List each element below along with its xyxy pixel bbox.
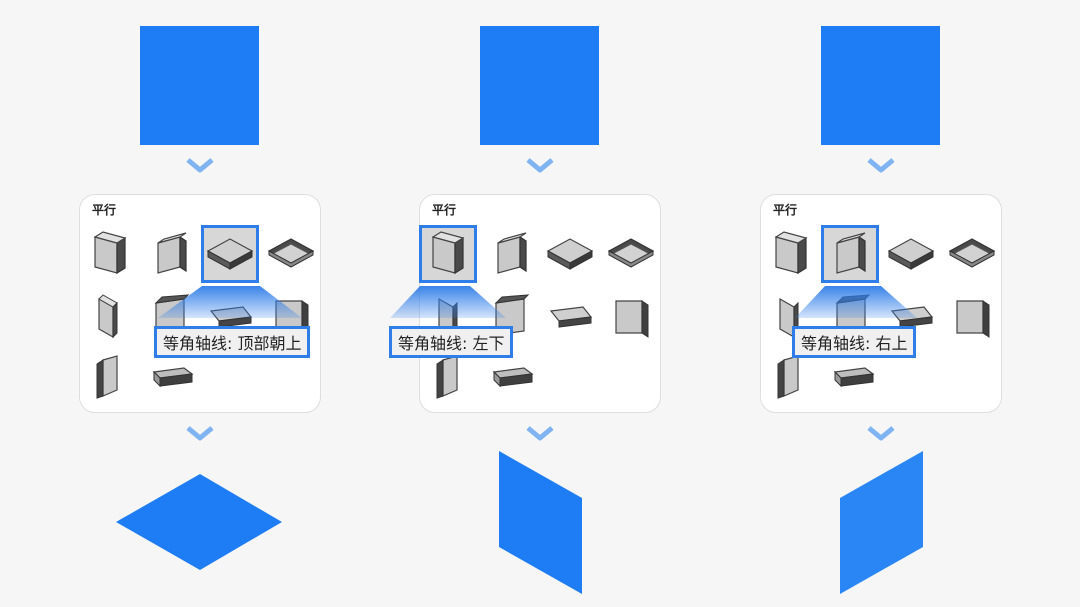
column-top-up: 平行 <box>70 0 330 607</box>
preset-isometric-top-up[interactable] <box>884 227 938 281</box>
preset-isometric-right[interactable] <box>484 227 538 281</box>
oblique-top-box-icon <box>549 306 593 328</box>
panel-title: 平行 <box>432 203 457 217</box>
top-face-box-icon <box>887 238 935 270</box>
preset-perspective-left[interactable] <box>764 350 818 404</box>
preset-isometric-top-down[interactable] <box>945 227 999 281</box>
preset-tooltip: 等角轴线: 右上 <box>792 326 917 358</box>
tall-box-icon <box>777 355 799 399</box>
oblique-right-box-icon <box>956 300 990 338</box>
left-face-box-icon <box>431 231 465 275</box>
flat-box-icon <box>152 367 194 388</box>
preset-perspective-flat[interactable] <box>484 350 538 404</box>
result-diamond-shape <box>116 474 282 570</box>
preset-oblique-top[interactable] <box>543 289 597 343</box>
down-arrow-icon <box>186 158 214 173</box>
right-face-box-icon <box>497 232 527 274</box>
source-square <box>140 26 259 145</box>
parallel-presets-panel: 平行 <box>760 194 1002 413</box>
preset-isometric-top-down[interactable] <box>604 227 658 281</box>
down-arrow-icon <box>867 426 895 441</box>
parallel-presets-panel: 平行 <box>79 194 321 413</box>
left-face-box-icon <box>774 231 808 275</box>
preset-isometric-right[interactable] <box>821 225 879 283</box>
preset-oblique-right[interactable] <box>604 289 658 343</box>
preset-oblique-left[interactable] <box>83 289 137 343</box>
oblique-left-box-icon <box>98 294 118 339</box>
right-face-box-icon <box>157 232 187 274</box>
panel-title: 平行 <box>92 203 117 217</box>
preset-isometric-left[interactable] <box>83 227 137 281</box>
right-face-box-icon <box>836 232 866 274</box>
preset-isometric-right[interactable] <box>144 227 198 281</box>
bottom-face-box-icon <box>948 238 996 268</box>
preset-isometric-top-up[interactable] <box>201 225 259 283</box>
preset-oblique-right[interactable] <box>945 289 999 343</box>
panel-title: 平行 <box>773 203 798 217</box>
down-arrow-icon <box>526 158 554 173</box>
down-arrow-icon <box>526 426 554 441</box>
preset-perspective-left[interactable] <box>83 350 137 404</box>
down-arrow-icon <box>186 426 214 441</box>
bottom-face-box-icon <box>267 238 315 268</box>
parallel-presets-panel: 平行 <box>419 194 661 413</box>
flat-box-icon <box>833 367 875 388</box>
bottom-face-box-icon <box>607 238 655 268</box>
flat-box-icon <box>492 367 534 388</box>
preset-tooltip: 等角轴线: 顶部朝上 <box>154 326 311 358</box>
preset-tooltip: 等角轴线: 左下 <box>389 326 514 358</box>
result-right-skew-shape <box>840 451 923 594</box>
source-square <box>821 26 940 145</box>
preset-isometric-top-up[interactable] <box>543 227 597 281</box>
preset-perspective-flat[interactable] <box>144 350 198 404</box>
down-arrow-icon <box>867 158 895 173</box>
top-face-box-icon <box>546 238 594 270</box>
preset-isometric-left[interactable] <box>764 227 818 281</box>
source-square <box>480 26 599 145</box>
tall-box-icon <box>96 355 118 399</box>
preset-perspective-flat[interactable] <box>825 350 879 404</box>
oblique-right-box-icon <box>615 300 649 338</box>
left-face-box-icon <box>93 231 127 275</box>
preset-isometric-left[interactable] <box>419 225 477 283</box>
preset-isometric-top-down[interactable] <box>264 227 318 281</box>
column-top-right: 平行 <box>751 0 1011 607</box>
result-left-skew-shape <box>499 451 582 594</box>
column-bottom-left: 平行 <box>389 0 670 607</box>
top-face-box-icon <box>206 238 254 270</box>
